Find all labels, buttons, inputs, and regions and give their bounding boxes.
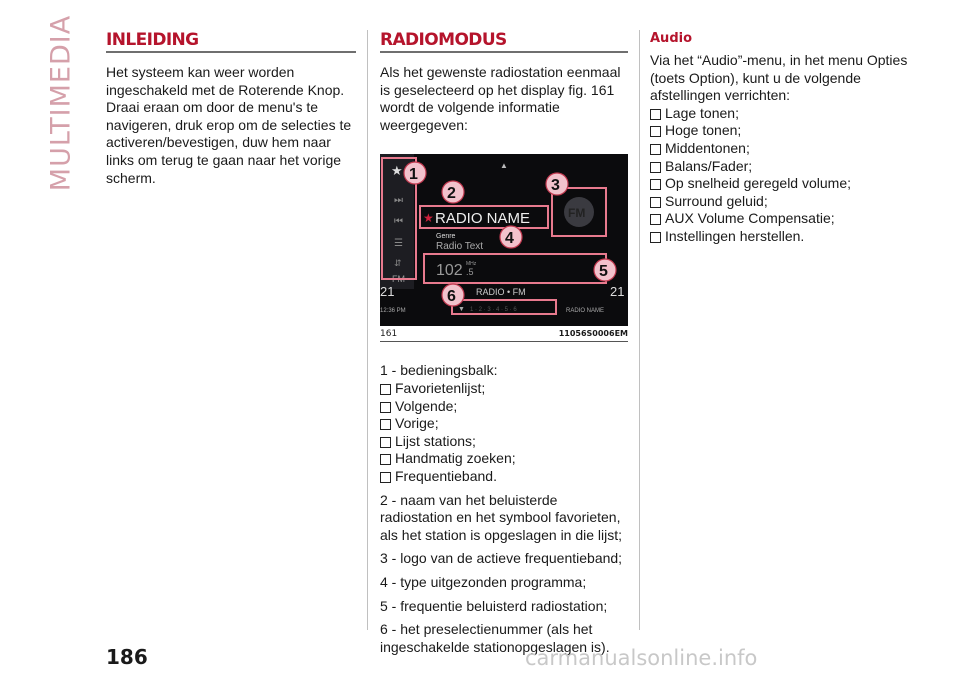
- screen-freq-decimal: .5: [466, 267, 474, 277]
- list-item: Handmatig zoeken;: [380, 450, 628, 468]
- radiomodus-title: RADIOMODUS: [380, 30, 628, 53]
- list-item: Balans/Fader;: [650, 158, 910, 176]
- audio-title: Audio: [650, 31, 693, 46]
- svg-text:6: 6: [447, 288, 456, 305]
- callout-4: 4: [499, 225, 523, 249]
- list-item: Favorietenlijst;: [380, 380, 628, 398]
- list-item: Middentonen;: [650, 140, 910, 158]
- page-number: 186: [106, 645, 148, 669]
- next-icon: ⏭: [394, 195, 403, 206]
- screen-genre: Genre: [436, 233, 456, 240]
- list-item: Hoge tonen;: [650, 122, 910, 140]
- item-2: 2 - naam van het beluisterde radiostatio…: [380, 491, 623, 543]
- previous-icon: ⏮: [394, 216, 403, 227]
- item-6: 6 - het preselectienummer (als het inges…: [380, 621, 610, 655]
- favorites-star-icon: ★: [391, 163, 403, 178]
- column-divider: [639, 30, 640, 630]
- svg-text:1: 1: [409, 166, 418, 183]
- audio-column: Audio Via het “Audio”-menu, in het menu …: [650, 30, 910, 246]
- svg-text:4: 4: [505, 230, 514, 247]
- screen-radio-name: RADIO NAME: [435, 210, 530, 227]
- svg-text:1 · 2 · 3 · 4 · 5 · 6: 1 · 2 · 3 · 4 · 5 · 6: [470, 307, 517, 313]
- screen-footer: RADIO • FM: [476, 287, 526, 297]
- list-item: Lage tonen;: [650, 105, 910, 123]
- screen-temp-right: 21: [610, 284, 624, 299]
- figure-caption: 161 11056S0006EM: [380, 329, 628, 343]
- list-item: Frequentieband.: [380, 468, 628, 486]
- inleiding-title: INLEIDING: [106, 30, 356, 53]
- manual-seek-icon: ⇵: [394, 258, 402, 268]
- radiomodus-column: RADIOMODUS Als het gewenste radiostation…: [380, 30, 628, 656]
- callout-1: 1: [403, 161, 427, 185]
- svg-text:5: 5: [599, 263, 608, 280]
- inleiding-text: Het systeem kan weer worden ingeschakeld…: [106, 64, 352, 186]
- callout-6: 6: [441, 283, 465, 307]
- screen-freq-unit: MHz: [466, 261, 477, 267]
- svg-text:▼: ▼: [458, 306, 465, 313]
- callout-5: 5: [593, 258, 617, 282]
- radio-screen-figure: ▲ ★ ⏭ ⏮ ☰ ⇵ FM ★ RADIO NAME FM Genre Rad…: [380, 154, 628, 327]
- svg-text:2: 2: [447, 185, 456, 202]
- list-item: Vorige;: [380, 415, 628, 433]
- station-list-icon: ☰: [394, 238, 403, 249]
- list-item: Volgende;: [380, 398, 628, 416]
- callout-3: 3: [545, 172, 569, 196]
- item-3: 3 - logo van de actieve frequentieband;: [380, 550, 623, 567]
- audio-intro: Via het “Audio”-menu, in het menu Opties…: [650, 52, 908, 104]
- column-divider: [367, 30, 368, 630]
- list-item: AUX Volume Compensatie;: [650, 210, 910, 228]
- list-item: Lijst stations;: [380, 433, 628, 451]
- section-side-tab: MULTIMEDIA: [45, 14, 77, 192]
- list-item: Op snelheid geregeld volume;: [650, 175, 910, 193]
- audio-settings-list: Lage tonen; Hoge tonen; Middentonen; Bal…: [650, 105, 910, 246]
- inleiding-column: INLEIDING Het systeem kan weer worden in…: [106, 30, 356, 187]
- control-bar-list: Favorietenlijst; Volgende; Vorige; Lijst…: [380, 380, 628, 486]
- svg-text:3: 3: [551, 177, 560, 194]
- screen-radio-text: Radio Text: [436, 241, 483, 252]
- watermark: carmanualsonline.info: [525, 646, 758, 670]
- favorite-star-icon: ★: [423, 211, 434, 225]
- item-5: 5 - frequentie beluisterd radiostation;: [380, 597, 608, 614]
- figure-code: 11056S0006EM: [558, 329, 628, 339]
- list-item: Instellingen herstellen.: [650, 228, 910, 246]
- item-1-title: 1 - bedieningsbalk:: [380, 362, 498, 379]
- item-4: 4 - type uitgezonden programma;: [380, 573, 587, 590]
- screen-bottom-station: RADIO NAME: [566, 308, 604, 314]
- screen-frequency: 102: [436, 262, 463, 279]
- band-logo: FM: [568, 206, 585, 220]
- list-item: Surround geluid;: [650, 193, 910, 211]
- radiomodus-intro: Als het gewenste radiostation eenmaal is…: [380, 64, 621, 133]
- up-arrow-icon: ▲: [500, 161, 508, 170]
- callout-2: 2: [441, 180, 465, 204]
- screen-clock: 12:36 PM: [380, 308, 406, 314]
- figure-number: 161: [380, 329, 398, 340]
- screen-temp-left: 21: [380, 284, 394, 299]
